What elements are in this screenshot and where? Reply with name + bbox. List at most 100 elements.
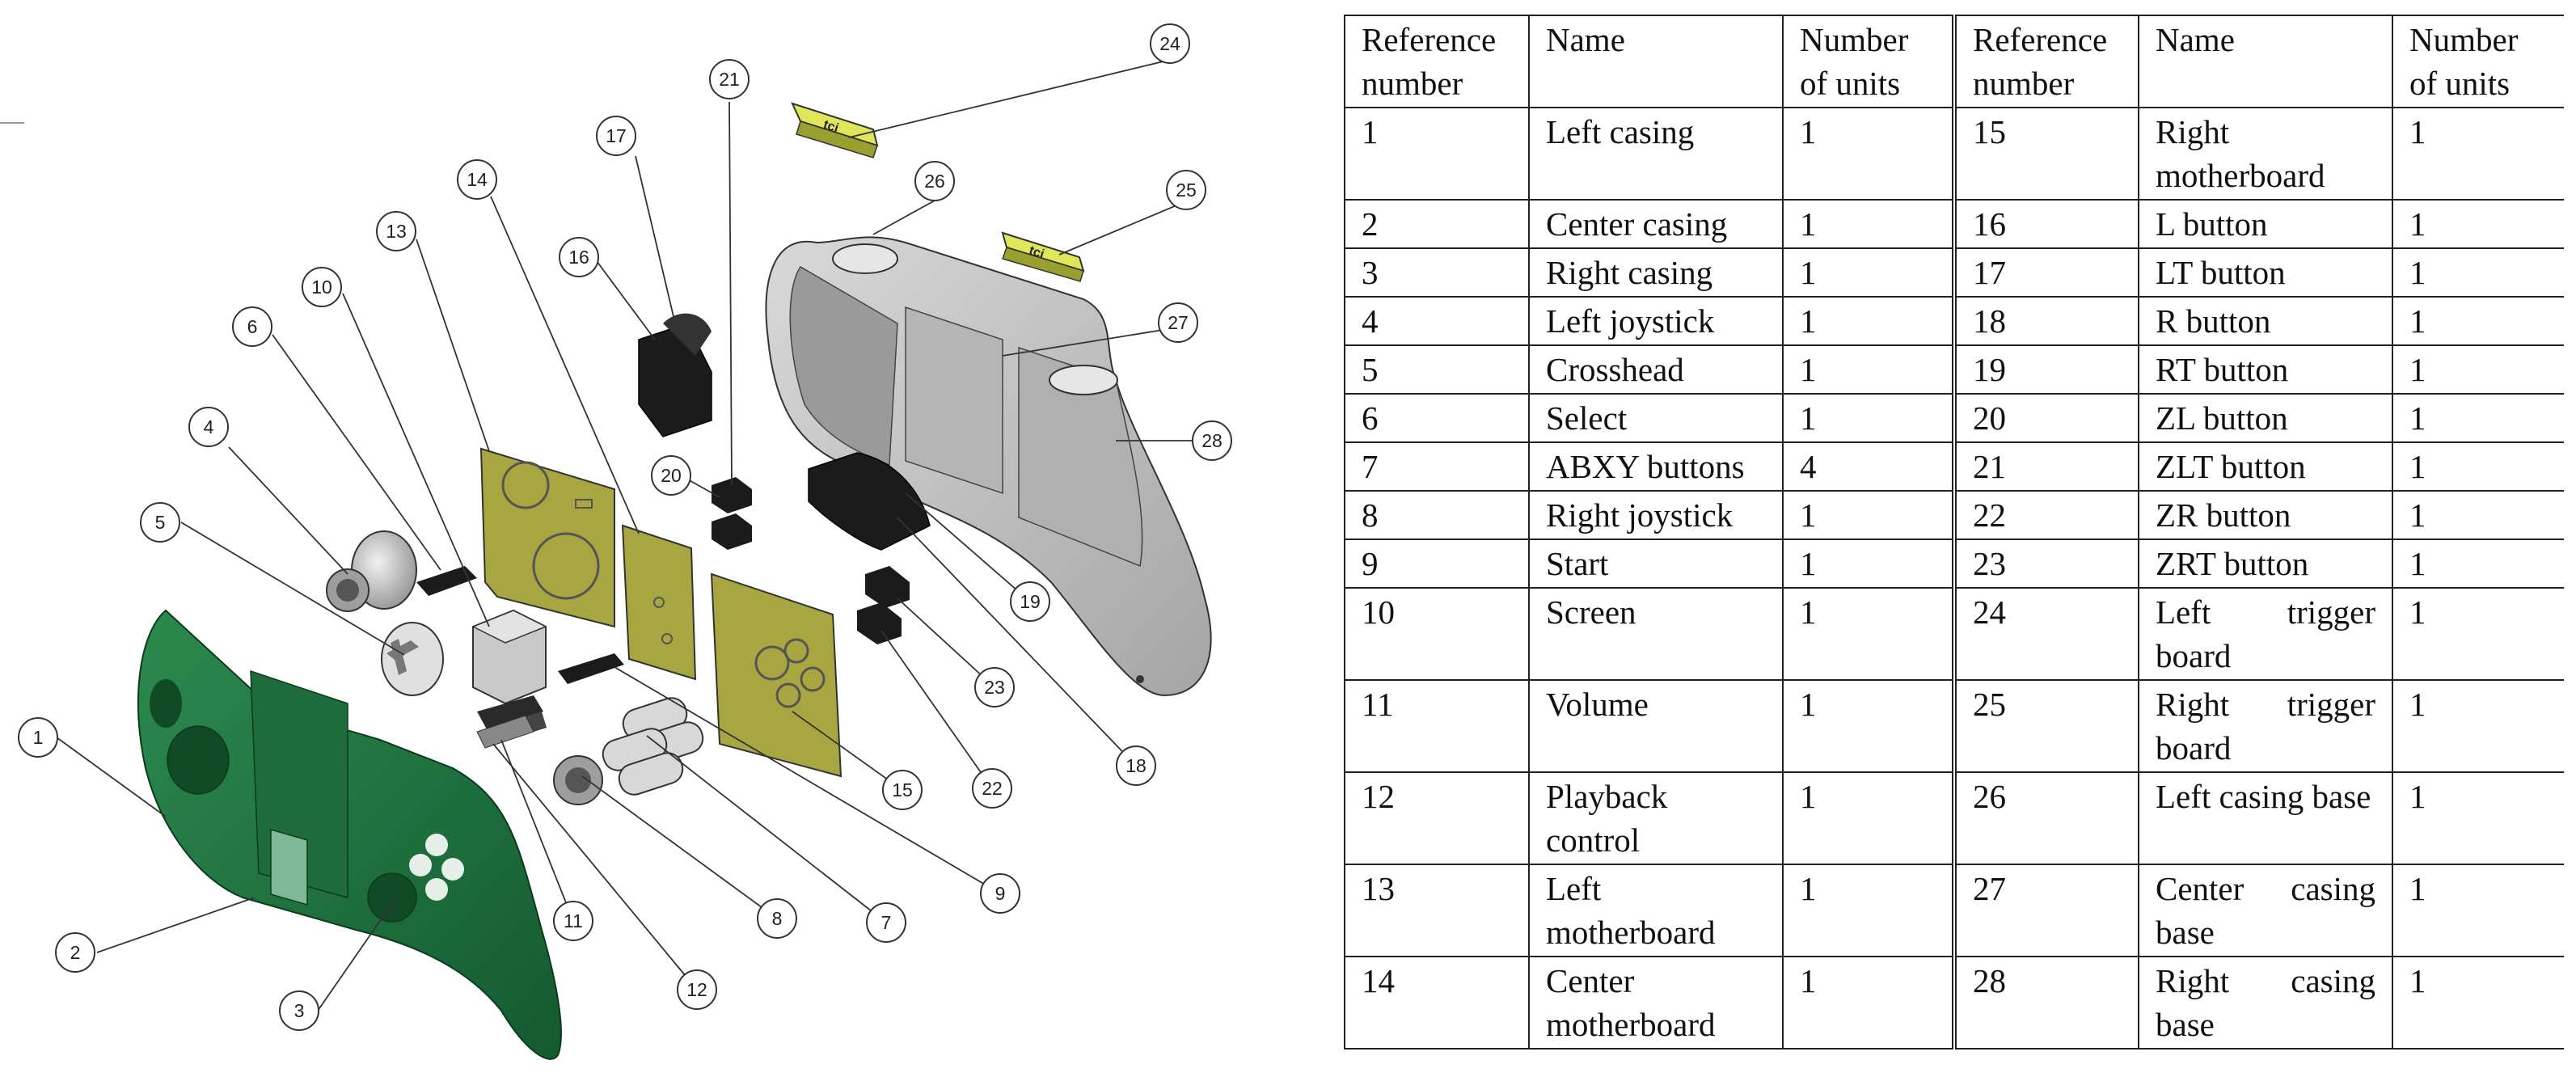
part-name-cell: Center motherboard — [1528, 957, 1783, 1049]
right-trigger-board-mark: tci — [1027, 243, 1045, 261]
part-name-2-cell: Right trigger board — [2138, 680, 2392, 772]
part-name-cell: Left motherboard — [1528, 864, 1783, 957]
callout-circle — [457, 159, 497, 200]
number-of-units-2-cell: 1 — [2392, 957, 2564, 1049]
part-name-2-cell: ZL button — [2138, 394, 2392, 442]
reference-number-2-cell: 28 — [1952, 957, 2139, 1049]
number-of-units-cell: 1 — [1782, 394, 1954, 442]
callout-number: 13 — [386, 221, 407, 242]
callout-number: 22 — [982, 778, 1003, 799]
callout-number: 18 — [1125, 755, 1147, 776]
left-motherboard-part — [479, 447, 615, 628]
crosshead-part — [381, 622, 444, 696]
number-of-units-cell: 1 — [1782, 539, 1954, 588]
callout-22: 22 — [972, 768, 1012, 809]
exploded-view-figure: tci tci — [0, 23, 1232, 1060]
reference-number-2-cell: 23 — [1952, 539, 2139, 588]
reference-number-cell: 4 — [1344, 297, 1529, 345]
callout-circle — [302, 267, 342, 307]
callout-number: 9 — [995, 883, 1006, 904]
callout-28: 28 — [1192, 420, 1232, 461]
leader-lines — [56, 59, 1212, 1012]
reference-number-2-cell: 19 — [1952, 345, 2139, 394]
center-motherboard-part — [621, 524, 697, 681]
callout-20: 20 — [651, 455, 691, 496]
callout-number: 4 — [204, 416, 214, 437]
reference-number-cell: 5 — [1344, 345, 1529, 394]
right-joystick-part — [553, 755, 603, 805]
reference-number-cell: 3 — [1344, 248, 1529, 297]
callout-number: 16 — [568, 247, 589, 268]
part-name-2-cell: Right casing base — [2138, 957, 2392, 1049]
reference-number-2-cell: 26 — [1952, 772, 2139, 864]
r-button-part — [808, 452, 931, 551]
number-of-units-cell: 1 — [1782, 248, 1954, 297]
callout-group: 1234567891011121314151617181920212223242… — [18, 23, 1232, 1031]
part-name-2-cell: R button — [2138, 297, 2392, 345]
number-of-units-2-cell: 1 — [2392, 394, 2564, 442]
reference-number-cell: 6 — [1344, 394, 1529, 442]
callout-13: 13 — [376, 211, 416, 251]
part-name-2-cell: LT button — [2138, 248, 2392, 297]
callout-number: 28 — [1201, 430, 1223, 451]
number-of-units-cell: 1 — [1782, 680, 1954, 772]
header-name: Name — [1528, 15, 1783, 108]
back-casing-part — [765, 236, 1212, 697]
callout-circle — [757, 898, 797, 939]
zr-zrt-buttons-part — [857, 566, 910, 644]
callout-circle — [140, 502, 180, 543]
callout-25: 25 — [1166, 170, 1206, 210]
reference-number-2-cell: 25 — [1952, 680, 2139, 772]
part-name-2-cell: Left trigger board — [2138, 588, 2392, 680]
callout-number: 19 — [1020, 591, 1041, 612]
callout-number: 8 — [772, 908, 783, 929]
playback-control-part — [476, 715, 534, 749]
callout-number: 2 — [70, 942, 81, 963]
number-of-units-2-cell: 1 — [2392, 442, 2564, 491]
callout-11: 11 — [553, 901, 593, 941]
callout-circle — [651, 455, 691, 496]
callout-number: 7 — [881, 912, 892, 933]
reference-number-cell: 8 — [1344, 491, 1529, 539]
reference-number-cell: 1 — [1344, 108, 1529, 200]
l-button-part — [638, 313, 712, 437]
callout-circle — [1116, 745, 1156, 786]
callout-circle — [974, 667, 1015, 707]
number-of-units-cell: 1 — [1782, 491, 1954, 539]
header-number-of-units-2: Number of units — [2392, 15, 2564, 108]
select-part — [416, 566, 477, 596]
callout-9: 9 — [980, 873, 1020, 914]
part-name-cell: Crosshead — [1528, 345, 1783, 394]
reference-number-2-cell: 16 — [1952, 200, 2139, 248]
left-trigger-board-part: tci — [791, 102, 879, 158]
parts-table-container: Reference number Name Number of units Re… — [1344, 15, 2564, 1050]
part-name-2-cell: ZR button — [2138, 491, 2392, 539]
callout-8: 8 — [757, 898, 797, 939]
callout-circle — [882, 770, 923, 810]
callout-circle — [1166, 170, 1206, 210]
part-name-2-cell: RT button — [2138, 345, 2392, 394]
part-name-cell: Volume — [1528, 680, 1783, 772]
reference-number-2-cell: 27 — [1952, 864, 2139, 957]
callout-circle — [1158, 302, 1198, 343]
reference-number-2-cell: 15 — [1952, 108, 2139, 200]
callout-27: 27 — [1158, 302, 1198, 343]
number-of-units-cell: 1 — [1782, 108, 1954, 200]
part-name-2-cell: ZLT button — [2138, 442, 2392, 491]
callout-number: 20 — [661, 465, 682, 486]
header-number-of-units: Number of units — [1782, 15, 1954, 108]
reference-number-2-cell: 24 — [1952, 588, 2139, 680]
number-of-units-cell: 1 — [1782, 588, 1954, 680]
callout-17: 17 — [596, 116, 636, 156]
parts-table: Reference number Name Number of units Re… — [1344, 15, 2564, 1050]
number-of-units-2-cell: 1 — [2392, 680, 2564, 772]
part-name-cell: Screen — [1528, 588, 1783, 680]
right-motherboard-part — [710, 572, 842, 778]
